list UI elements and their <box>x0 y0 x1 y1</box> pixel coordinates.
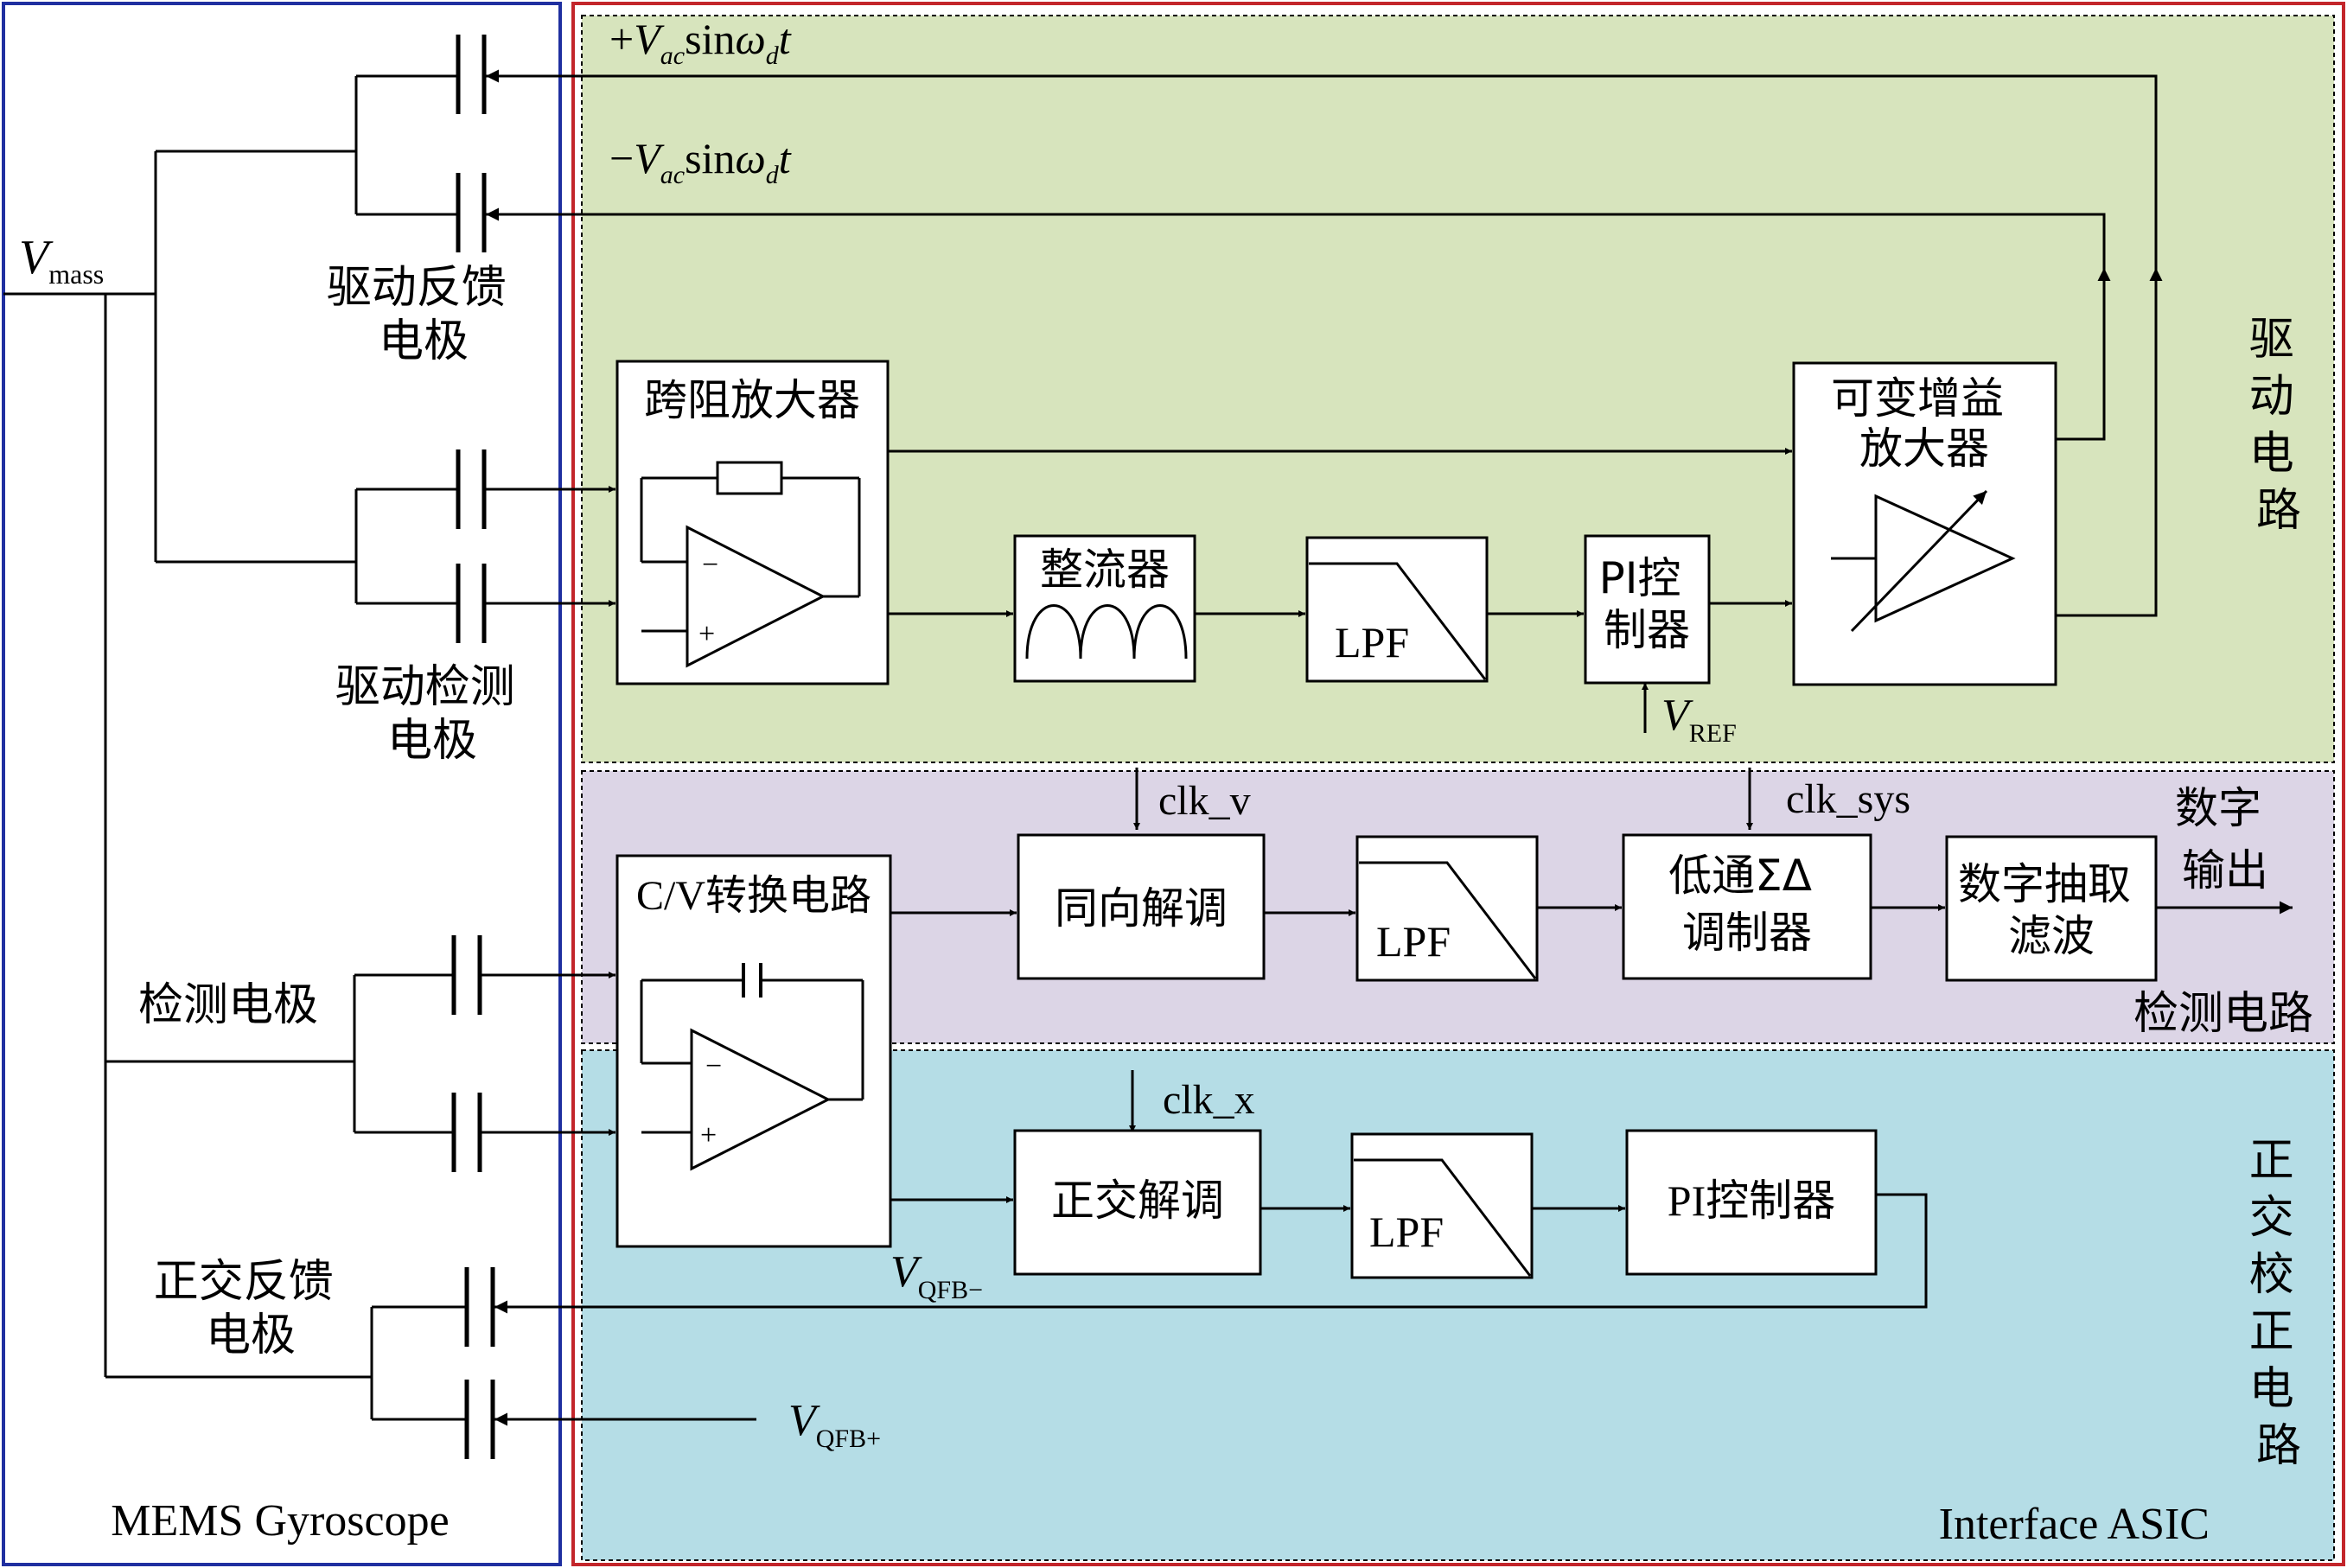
demod-label: 同向解调 <box>1055 883 1228 934</box>
vqfb-plus-label: VQFB+ <box>788 1396 881 1453</box>
decim-block <box>1945 835 2158 982</box>
vqfb-minus-label: VQFB− <box>890 1247 983 1304</box>
clk-x-label: clk_x <box>1163 1077 1255 1123</box>
drive-circuit-label: 驱 动 电 路 <box>2249 314 2309 537</box>
signal-wires <box>480 69 2293 1426</box>
capacitor-sense-2 <box>451 1093 482 1172</box>
cv-opamp <box>640 978 864 1171</box>
sense-electrode-label: 检测电极 <box>138 979 318 1031</box>
drive-lpf-block <box>1305 536 1489 683</box>
quad-feedback-electrode-label: 正交反馈 电极 <box>154 1256 348 1361</box>
cv-plus-sign: + <box>700 1119 717 1151</box>
drive-pi-block <box>1584 534 1711 685</box>
drive-lpf-label: LPF <box>1335 618 1409 666</box>
capacitors <box>451 35 495 1459</box>
capacitor-drive-feedback-2 <box>456 173 487 252</box>
mems-frame <box>2 2 562 1566</box>
sense-circuit-label: 检测电路 <box>2133 988 2313 1040</box>
sigma-delta-block <box>1622 833 1872 980</box>
qdemod-block <box>1013 1129 1262 1276</box>
mems-title: MEMS Gyroscope <box>111 1496 449 1546</box>
asic-frame <box>571 2 2345 1566</box>
capacitor-quad-feedback-2 <box>464 1380 495 1459</box>
tia-plus-sign: + <box>698 618 715 650</box>
quad-lpf-block <box>1350 1132 1534 1279</box>
cv-feedback-capacitor <box>742 963 762 998</box>
cv-block <box>615 854 892 1248</box>
rectifier-wave-icon <box>1025 604 1188 660</box>
capacitor-drive-sense-2 <box>456 564 487 643</box>
vga-label: 可变增益 放大器 <box>1831 373 2018 474</box>
drive-pi-label: PI控 制器 <box>1599 553 1695 655</box>
capacitor-drive-sense-1 <box>456 449 487 529</box>
sigma-delta-label: 低通ΣΔ 调制器 <box>1668 851 1826 958</box>
demod-block <box>1017 833 1266 980</box>
neg-vac-label: −Vacsinωdt <box>609 134 792 189</box>
tia-opamp <box>640 461 861 668</box>
digital-output-label: 数字 输出 <box>2175 783 2275 896</box>
clk-sys-label: clk_sys <box>1786 776 1910 822</box>
lpf-icon-quad <box>1354 1158 1532 1277</box>
vga-amp-icon <box>1831 489 2016 633</box>
quad-pi-label: PI控制器 <box>1668 1176 1835 1225</box>
quad-circuit-label: 正 交 校 正 电 路 <box>2249 1135 2309 1472</box>
pos-vac-label: +Vacsinωdt <box>609 15 792 70</box>
lpf-icon-drive <box>1309 562 1487 680</box>
tia-minus-sign: − <box>702 549 718 581</box>
rectifier-label: 整流器 <box>1040 545 1170 595</box>
cv-minus-sign: − <box>705 1050 722 1082</box>
capacitor-drive-feedback-1 <box>456 35 487 114</box>
lpf-icon-sense <box>1359 861 1537 979</box>
quad-lpf-label: LPF <box>1369 1208 1444 1256</box>
qdemod-label: 正交解调 <box>1051 1176 1224 1226</box>
quad-pi-block <box>1625 1129 1878 1276</box>
wire-qpi-feedback <box>494 1193 1928 1314</box>
capacitor-sense-1 <box>451 935 482 1015</box>
capacitor-quad-feedback-1 <box>464 1267 495 1347</box>
vref-label: VREF <box>1661 691 1737 748</box>
clk-v-label: clk_v <box>1158 778 1251 824</box>
cv-label: C/V转换电路 <box>636 873 871 919</box>
drive-feedback-electrode-label: 驱动反馈 电极 <box>327 262 521 367</box>
sense-lpf-label: LPF <box>1376 917 1451 966</box>
lpf-icons <box>1309 562 1537 1277</box>
mems-wiring <box>3 74 467 1421</box>
tia-label: 跨阻放大器 <box>644 375 860 425</box>
vmass-label: Vmass <box>19 231 104 290</box>
decim-label: 数字抽取 滤波 <box>1958 859 2145 961</box>
asic-title: Interface ASIC <box>1939 1500 2210 1549</box>
drive-sense-electrode-label: 驱动检测 电极 <box>335 661 530 767</box>
sense-lpf-block <box>1355 835 1539 982</box>
